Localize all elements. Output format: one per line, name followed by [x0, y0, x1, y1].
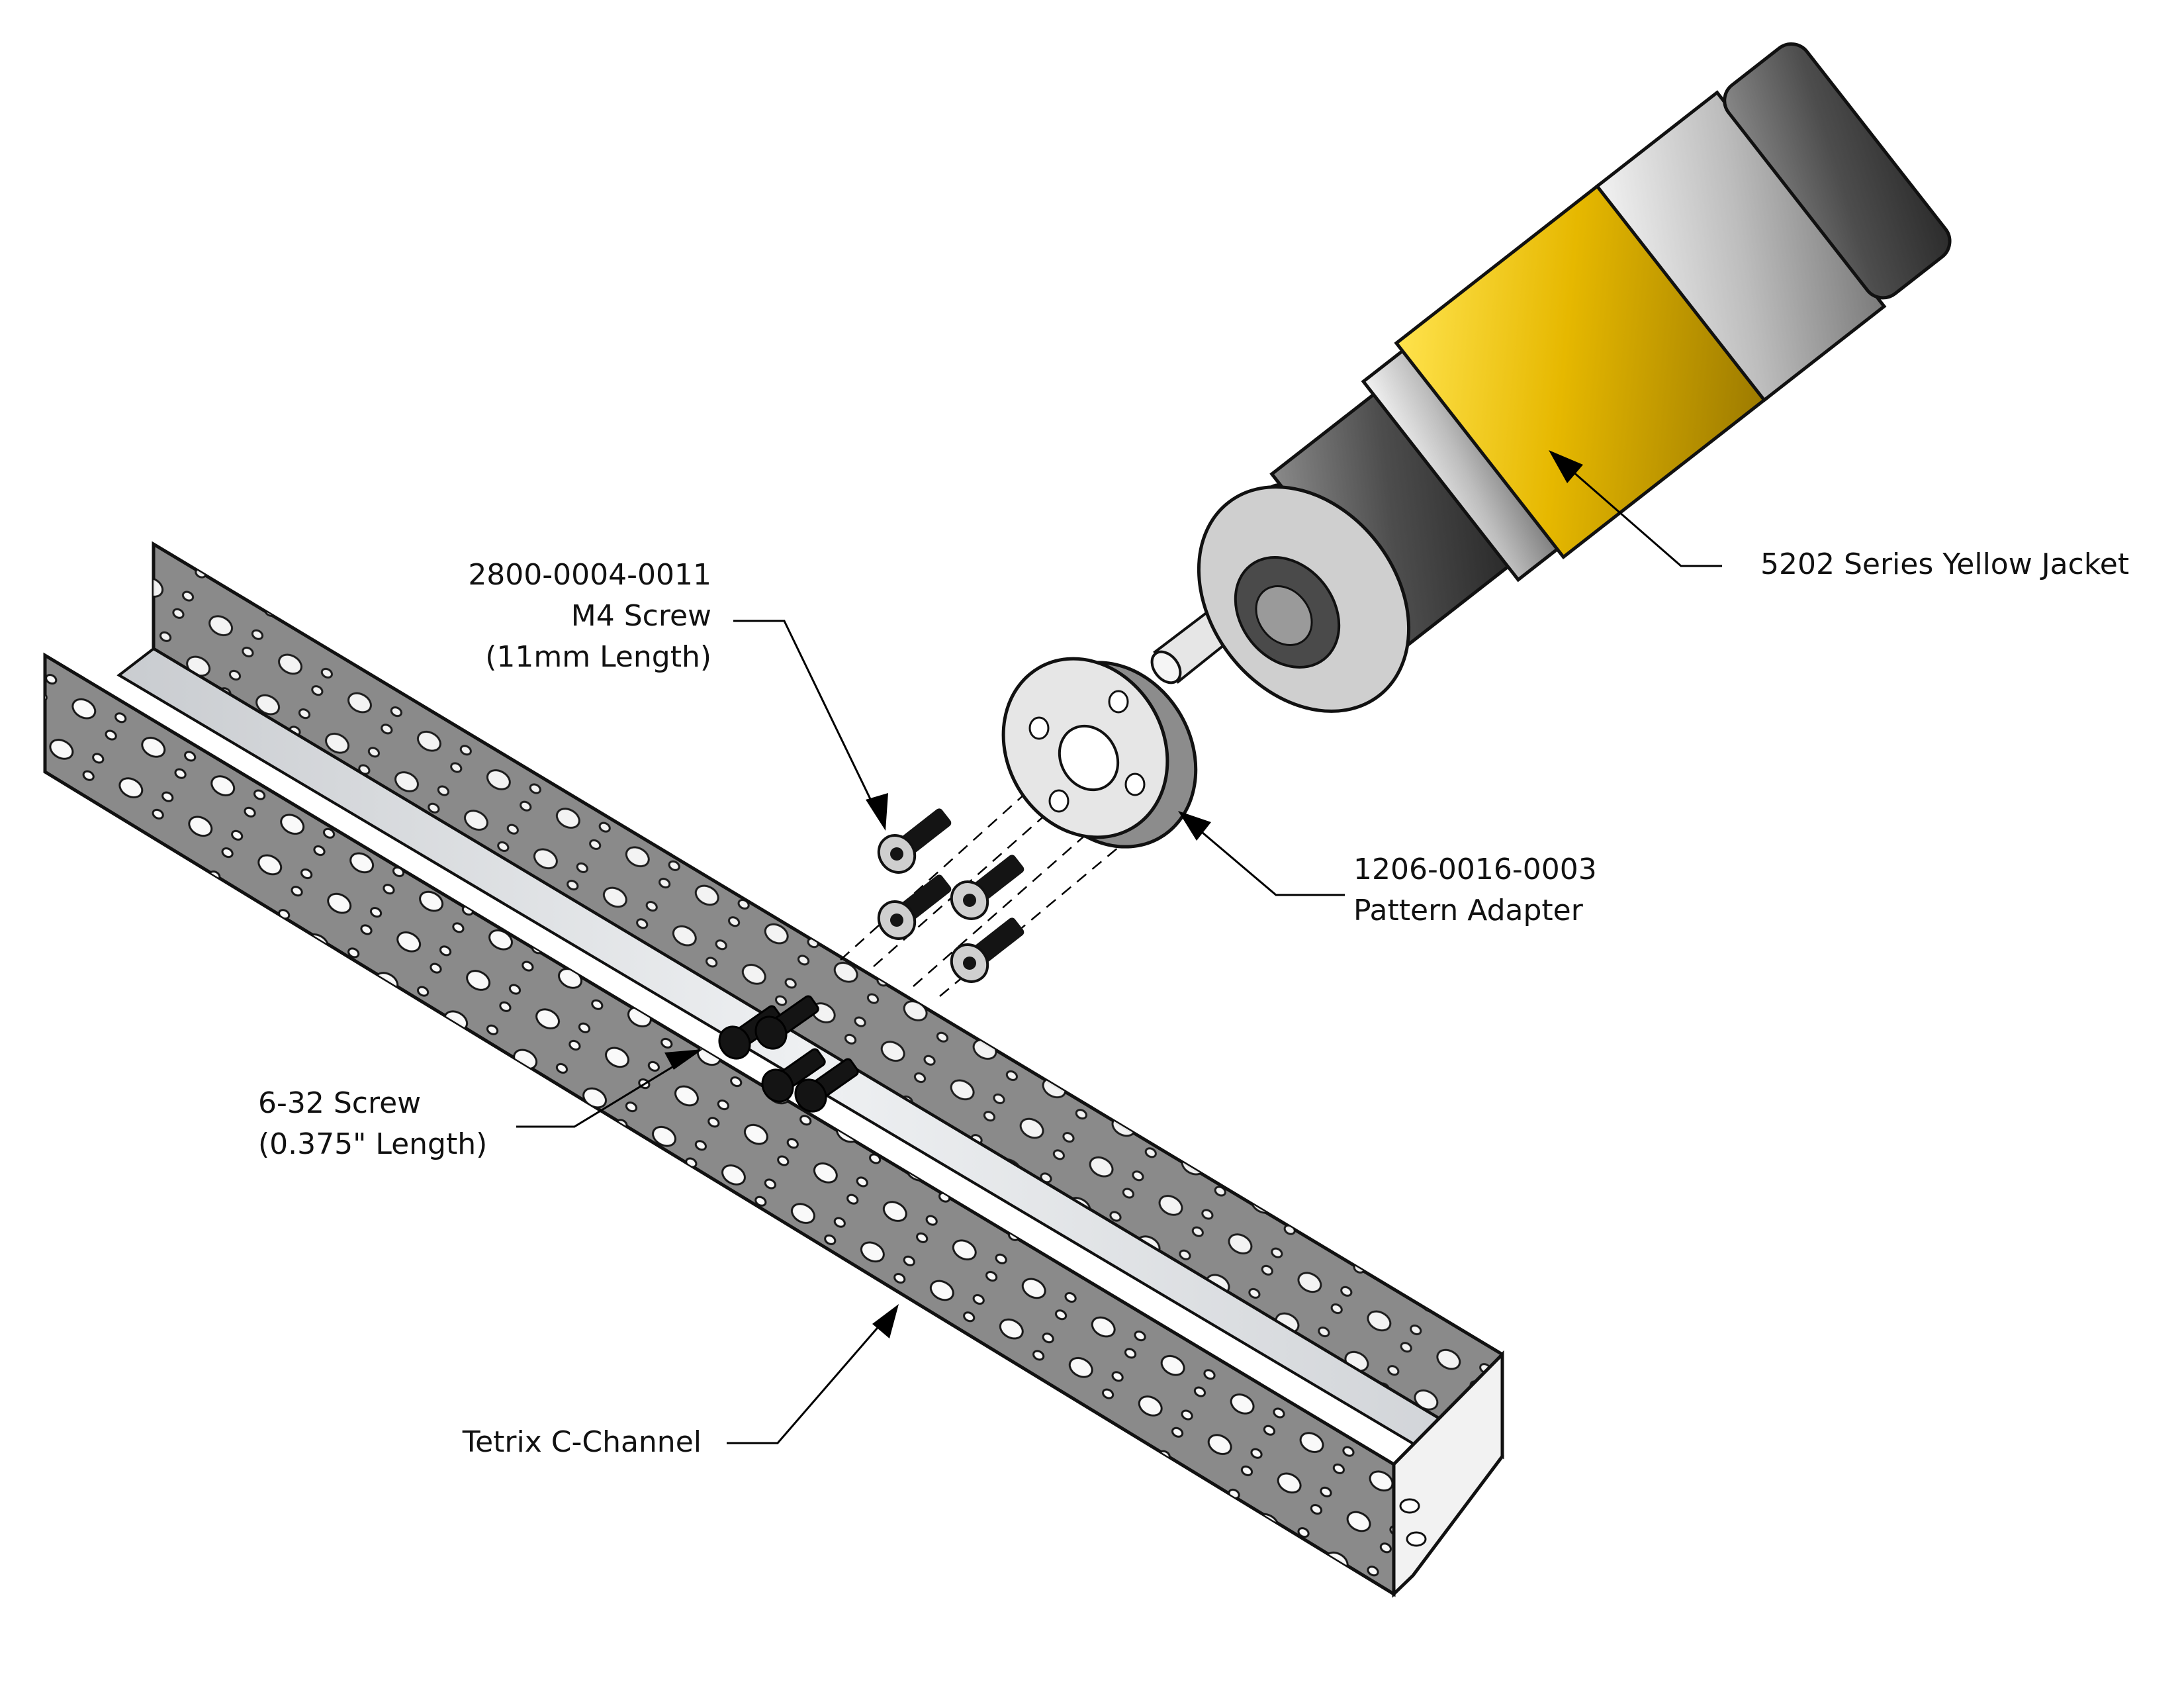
label-channel-line1: Tetrix C-Channel — [462, 1425, 702, 1459]
label-m4-screw: 2800-0004-0011 M4 Screw (11mm Length) — [468, 555, 711, 678]
label-adapter-line2: Pattern Adapter — [1353, 894, 1583, 927]
leader-adapter — [1184, 816, 1345, 896]
leader-632 — [516, 1051, 697, 1128]
pattern-adapter — [1001, 657, 1198, 849]
label-m4-line2: M4 Screw — [570, 599, 711, 633]
label-632-screw: 6-32 Screw (0.375" Length) — [258, 1083, 487, 1165]
leader-channel — [727, 1309, 895, 1444]
label-m4-line1: 2800-0004-0011 — [468, 558, 711, 592]
screws-6-32 — [718, 995, 859, 1113]
yellow-jacket-motor — [1150, 42, 1952, 713]
label-632-line2: (0.375" Length) — [258, 1127, 488, 1161]
label-632-line1: 6-32 Screw — [258, 1086, 422, 1120]
label-m4-line3: (11mm Length) — [485, 640, 711, 674]
leader-motor — [1551, 452, 1722, 567]
label-motor: 5202 Series Yellow Jacket — [1760, 544, 2129, 585]
leader-lines — [516, 452, 1722, 1444]
leader-m4 — [733, 620, 882, 820]
leader-arrowheads — [664, 450, 1583, 1338]
label-channel: Tetrix C-Channel — [463, 1422, 702, 1463]
label-adapter-line1: 1206-0016-0003 — [1353, 853, 1597, 886]
label-adapter: 1206-0016-0003 Pattern Adapter — [1353, 849, 1597, 931]
screws-m4 — [877, 808, 1024, 983]
label-motor-line1: 5202 Series Yellow Jacket — [1760, 547, 2130, 581]
